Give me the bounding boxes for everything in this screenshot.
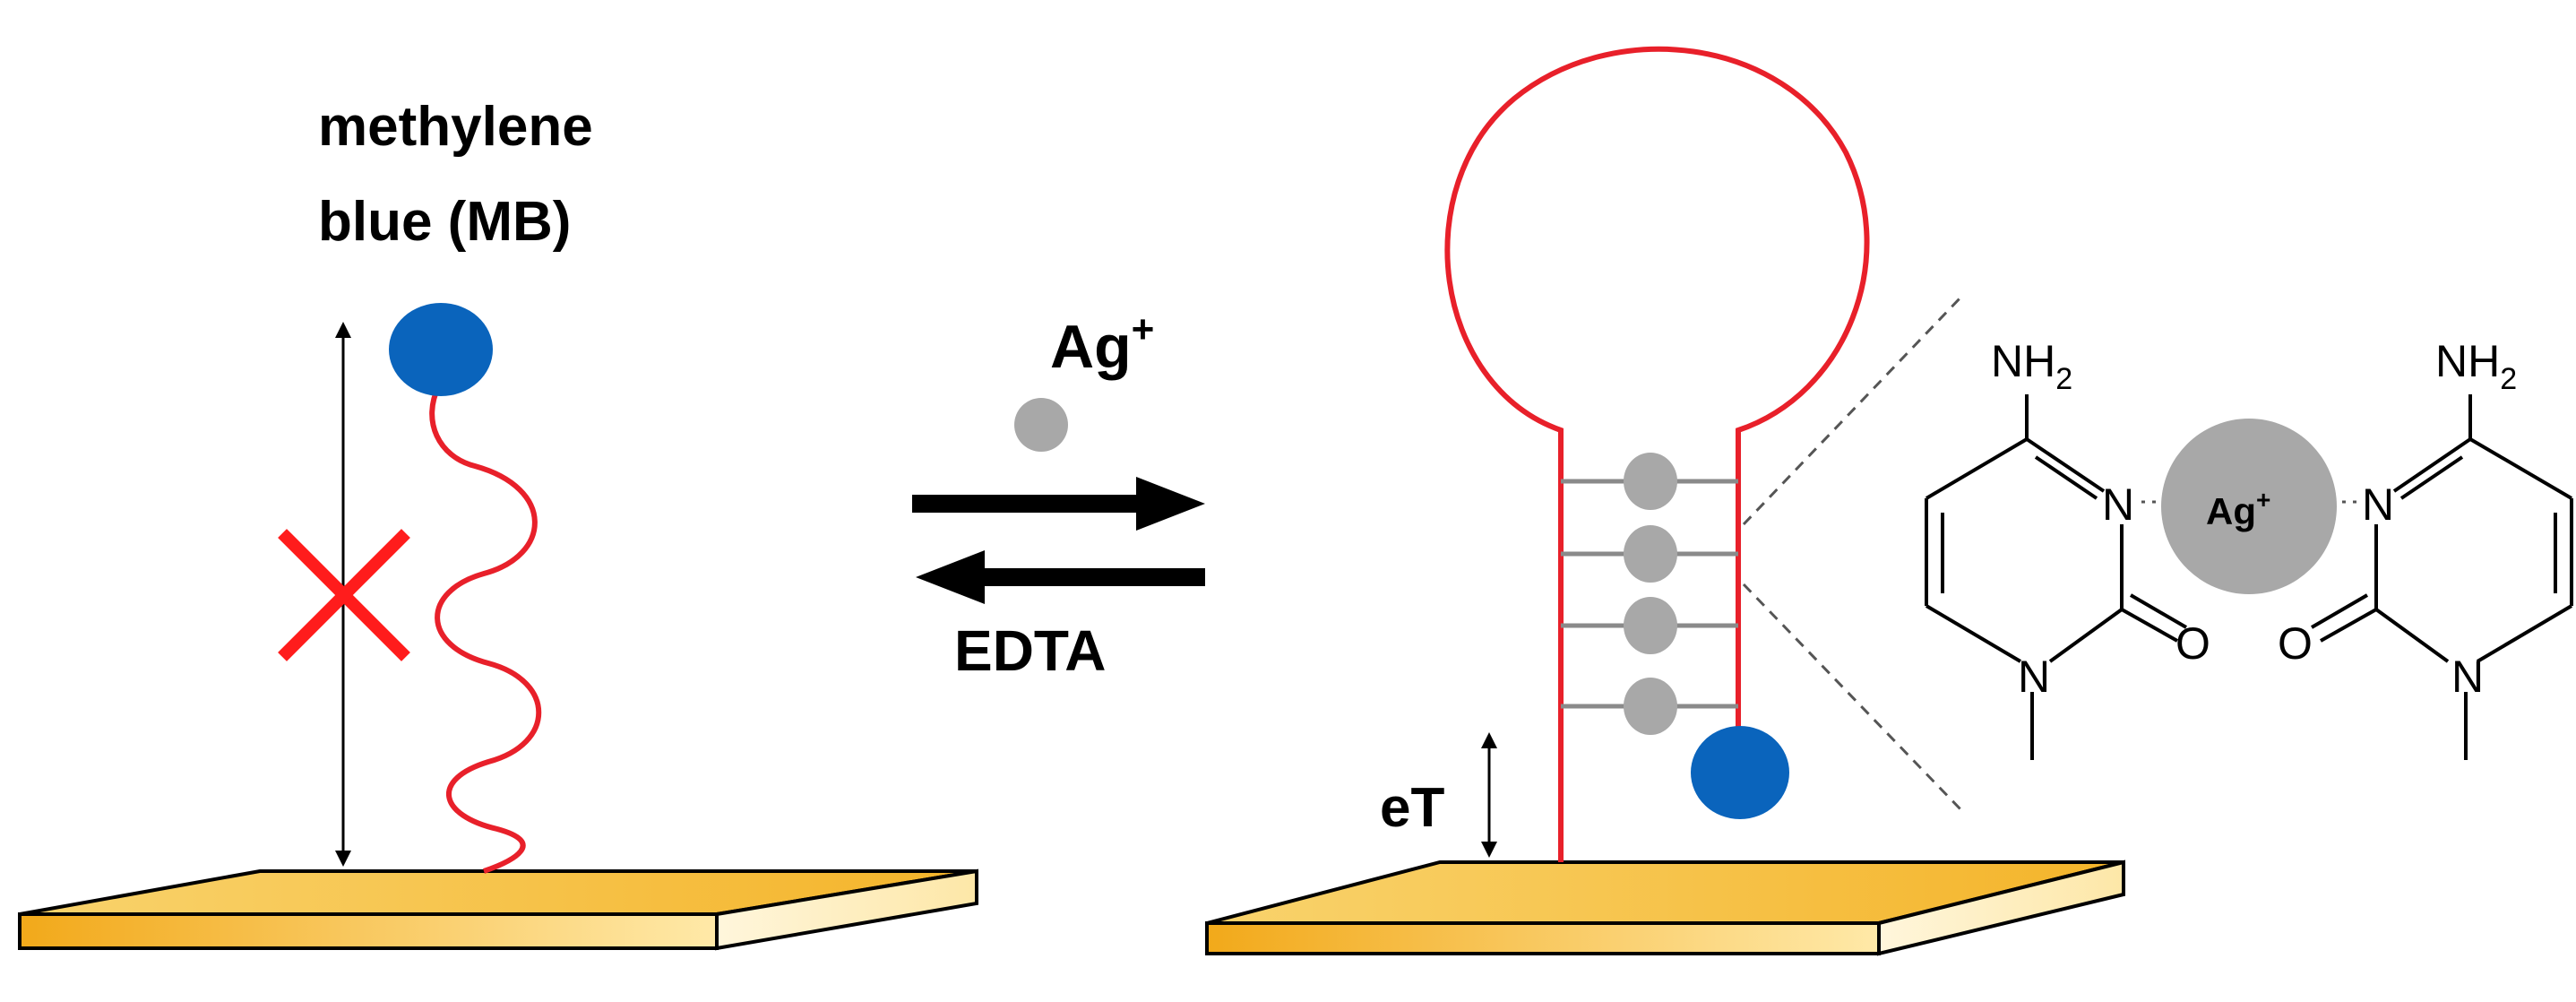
n1-label-right: N — [2451, 652, 2484, 702]
n3-label-left: N — [2102, 479, 2134, 530]
methylene-blue-label-line1: methylene — [318, 96, 593, 158]
cytosine-left-structure — [1925, 394, 2188, 760]
methylene-blue-label-line2: blue (MB) — [318, 191, 571, 253]
bound-silver-ions — [1624, 453, 1677, 735]
oxygen-label-right: O — [2278, 618, 2313, 669]
silver-ion-complex-label: Ag+ — [2206, 486, 2270, 532]
forward-arrow — [912, 477, 1205, 531]
reverse-arrow — [916, 550, 1205, 604]
cytosine-right-structure — [2310, 394, 2573, 760]
electron-transfer-label: eT — [1380, 777, 1444, 839]
right-gold-electrode — [1205, 859, 2125, 956]
methylene-blue-dot — [389, 303, 493, 396]
edta-label: EDTA — [954, 618, 1106, 683]
hairpin-dna-strand — [1444, 46, 1870, 862]
oxygen-label-left: O — [2175, 618, 2210, 669]
silver-ion-dot — [1014, 398, 1068, 452]
n3-label-right: N — [2362, 479, 2394, 530]
base-pair-rungs — [1561, 479, 1738, 709]
zoom-indicator-lines — [1742, 294, 1964, 813]
left-gold-electrode — [18, 868, 978, 951]
silver-ion-label: Ag+ — [1050, 307, 1154, 381]
silver-ion-complex — [2161, 419, 2337, 594]
amine-label-right: NH2 — [2435, 336, 2517, 396]
n1-label-left: N — [2018, 652, 2050, 702]
amine-label-left: NH2 — [1991, 336, 2072, 396]
no-electron-transfer-cross — [278, 529, 410, 661]
methylene-blue-dot-bound — [1691, 726, 1789, 819]
unfolded-dna-strand — [429, 384, 542, 874]
